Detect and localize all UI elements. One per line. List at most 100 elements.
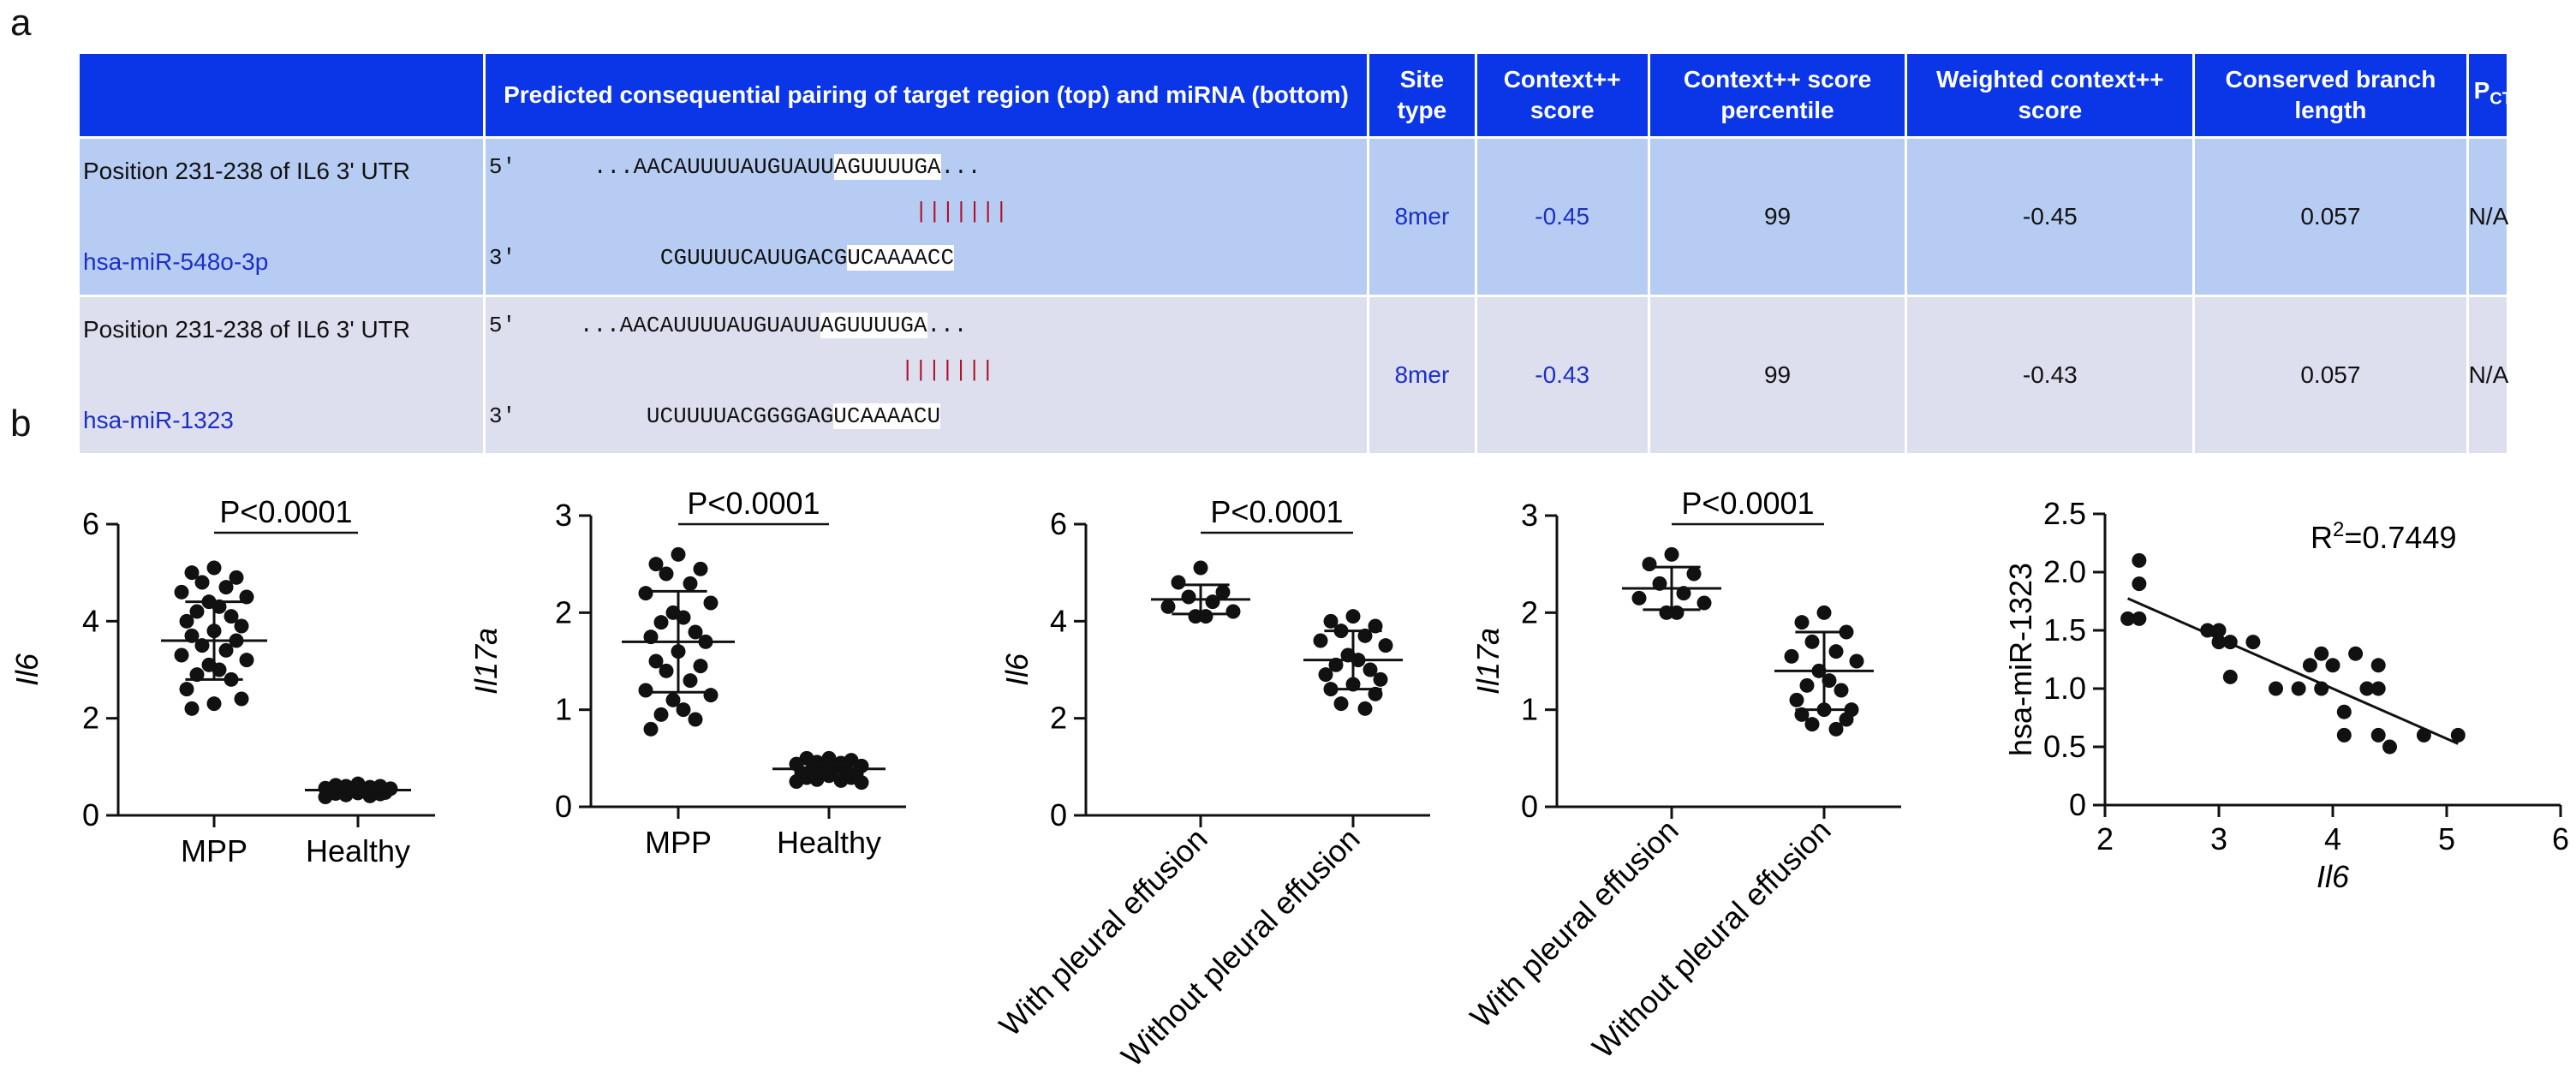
data-point: [653, 707, 669, 722]
data-point: [683, 576, 698, 591]
p-value-label: P<0.0001: [1681, 486, 1814, 521]
data-point: [234, 618, 249, 634]
data-point: [2382, 739, 2397, 755]
mirna-sequence: UCUUUUACGGGGAGUCAAAACU: [647, 403, 941, 429]
data-point: [2450, 727, 2466, 743]
target-seq-highlight: AGUUUUGA: [833, 154, 941, 180]
p-value-label: P<0.0001: [1210, 494, 1343, 529]
data-point: [362, 788, 378, 803]
data-point: [179, 682, 194, 697]
pct-value: N/A: [2466, 136, 2510, 297]
data-point: [1193, 560, 1208, 576]
data-point: [703, 688, 719, 703]
weighted-score: -0.45: [1905, 136, 2196, 297]
data-point: [648, 653, 664, 669]
data-point: [1794, 615, 1810, 630]
data-point: [1816, 605, 1832, 620]
y-tick-label: 2.5: [2043, 496, 2086, 531]
y-tick-label: 6: [82, 506, 99, 541]
prediction-table: Predicted consequential pairing of targe…: [77, 51, 2513, 456]
data-point: [1686, 566, 1702, 582]
five-prime-label: 5': [488, 313, 516, 338]
data-point: [239, 589, 254, 605]
data-point: [1323, 613, 1339, 629]
data-point: [2132, 576, 2147, 592]
target-sequence: ...AACAUUUUAUGUAUUAGUUUUGA...: [593, 154, 981, 180]
mirna-name[interactable]: hsa-miR-548o-3p: [83, 248, 269, 275]
data-point: [676, 610, 691, 625]
x-axis-label: Il6: [2317, 859, 2350, 894]
data-point: [676, 702, 691, 718]
data-point: [206, 696, 222, 712]
x-tick-label: 5: [2438, 821, 2455, 856]
data-point: [184, 701, 200, 716]
target-position: Position 231-238 of IL6 3' UTR: [83, 158, 411, 184]
y-tick-label: 3: [1521, 498, 1538, 533]
y-tick-label: 2: [1521, 594, 1538, 629]
header-pairing: Predicted consequential pairing of targe…: [482, 51, 1370, 139]
data-point: [1804, 717, 1820, 732]
panel-label-b: b: [10, 403, 32, 445]
pairing-bars: |||||||: [914, 199, 1009, 224]
data-point: [653, 615, 669, 630]
y-axis-label: Il17a: [468, 628, 504, 695]
category-label: Healthy: [777, 825, 881, 860]
data-point: [703, 595, 719, 611]
y-tick-label: 2: [82, 701, 99, 736]
score-percentile: 99: [1647, 295, 1908, 456]
data-point: [2211, 635, 2227, 650]
data-point: [1225, 604, 1241, 619]
regression-line: [2126, 597, 2459, 745]
data-point: [2132, 552, 2147, 568]
score-percentile: 99: [1647, 136, 1908, 297]
data-point: [2200, 623, 2215, 638]
data-point: [1205, 594, 1220, 610]
data-point: [2359, 681, 2375, 696]
data-point: [1631, 590, 1647, 606]
site-type: 8mer: [1367, 136, 1477, 297]
data-point: [184, 565, 200, 581]
data-point: [179, 613, 194, 629]
pairing-cell: 5' ...AACAUUUUAUGUAUUAGUUUUGA... |||||||…: [482, 136, 1370, 297]
data-point: [688, 624, 703, 640]
table-row: Position 231-238 of IL6 3' UTR hsa-miR-5…: [77, 136, 2510, 297]
data-point: [1789, 692, 1804, 707]
data-point: [234, 691, 249, 707]
data-point: [1799, 677, 1815, 693]
data-point: [648, 557, 664, 572]
data-point: [683, 673, 698, 689]
p-value-label: P<0.0001: [219, 494, 352, 529]
y-tick-label: 2: [1050, 701, 1067, 736]
data-point: [229, 570, 244, 585]
data-point: [693, 659, 708, 674]
target-cell: Position 231-238 of IL6 3' UTR hsa-miR-1…: [77, 295, 486, 456]
target-sequence: ...AACAUUUUAUGUAUUAGUUUUGA...: [579, 313, 968, 338]
data-point: [2370, 727, 2386, 743]
pairing-bars: |||||||: [900, 357, 995, 383]
data-point: [665, 692, 681, 707]
data-point: [1839, 712, 1854, 727]
header-pct-p: P: [2473, 77, 2490, 104]
data-point: [1804, 634, 1820, 649]
data-point: [2222, 635, 2238, 650]
target-seq-tail: ...: [927, 313, 968, 338]
target-seq-plain: ...AACAUUUUAUGUAUU: [593, 154, 834, 180]
header-blank: [77, 51, 486, 139]
mirna-seq-highlight: UCAAAACC: [847, 245, 955, 271]
header-context-score: Context++ score: [1474, 51, 1650, 139]
data-point: [2211, 623, 2227, 638]
y-tick-label: 0: [82, 797, 99, 832]
table-header-row: Predicted consequential pairing of targe…: [77, 51, 2513, 139]
data-point: [2348, 646, 2364, 661]
data-point: [671, 546, 686, 562]
data-point: [2314, 681, 2329, 696]
target-seq-tail: ...: [940, 154, 981, 180]
mirna-name[interactable]: hsa-miR-1323: [83, 407, 234, 433]
y-tick-label: 1.0: [2043, 671, 2086, 706]
context-score: -0.45: [1474, 136, 1650, 297]
y-tick-label: 6: [1050, 506, 1067, 541]
weighted-score: -0.43: [1905, 295, 2196, 456]
y-tick-label: 4: [1050, 603, 1067, 638]
data-point: [174, 647, 189, 663]
target-seq-plain: ...AACAUUUUAUGUAUU: [579, 313, 820, 338]
